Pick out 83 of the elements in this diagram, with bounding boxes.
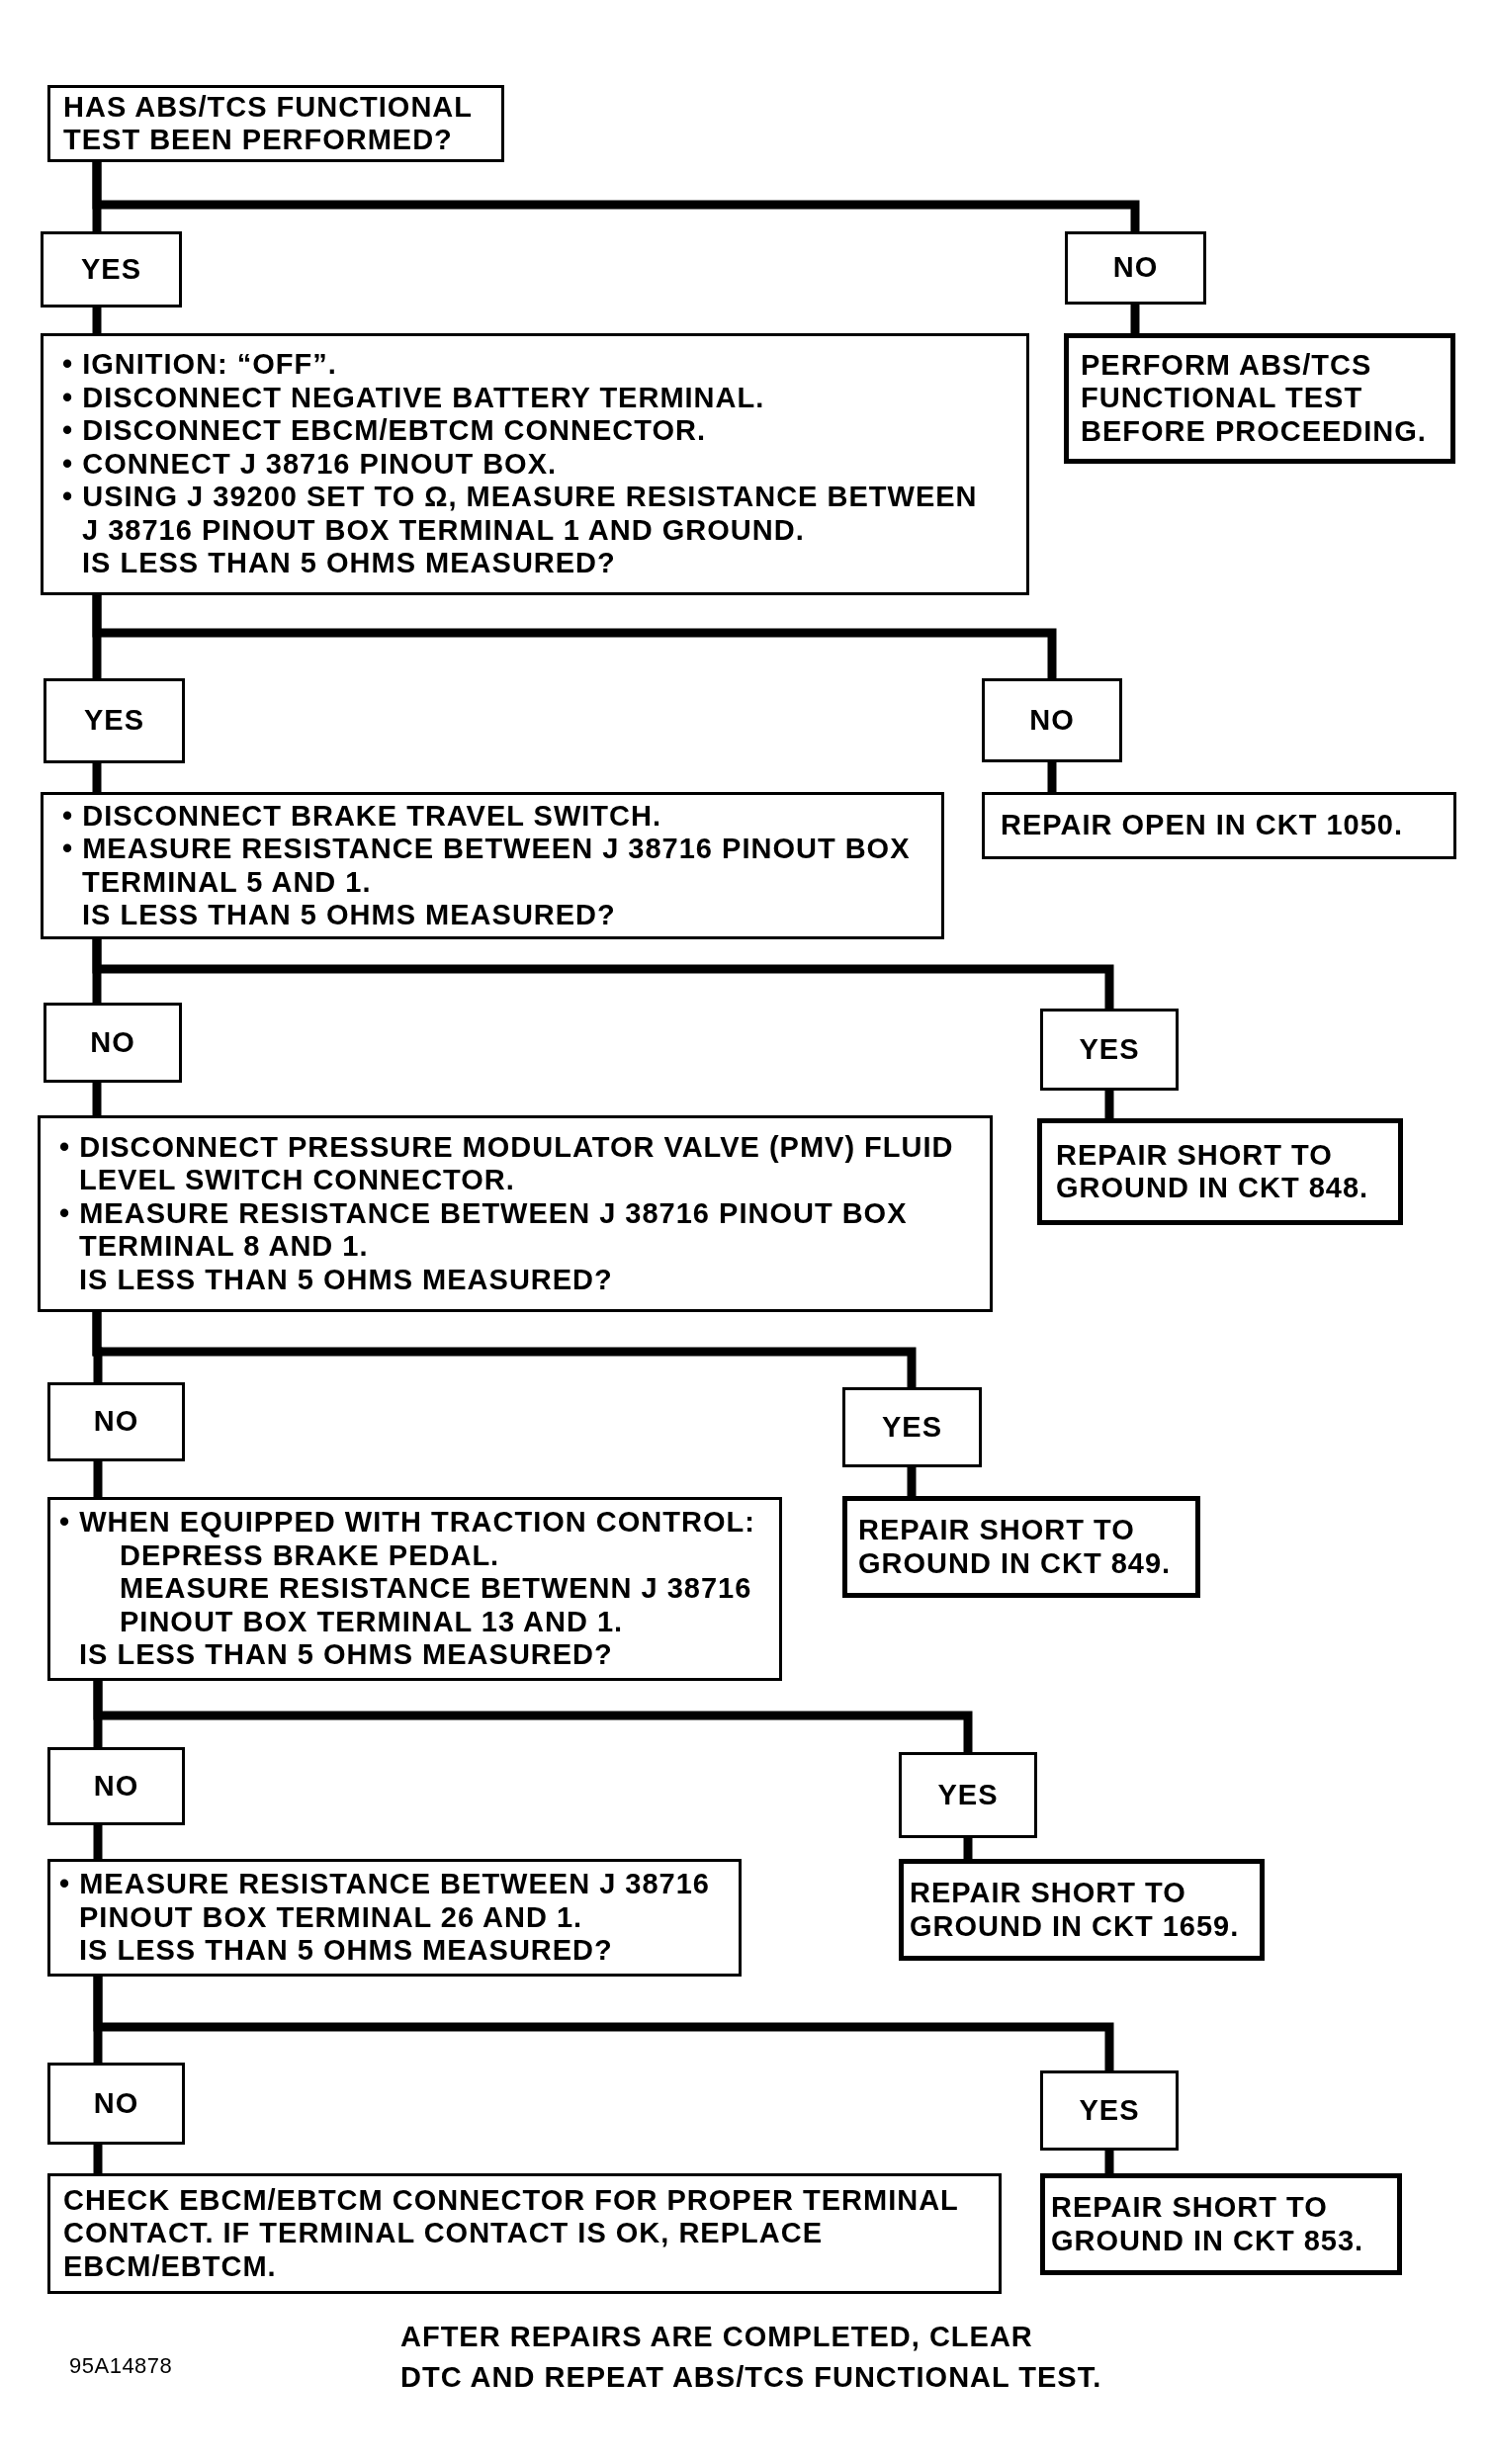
connector-line [92, 595, 1057, 678]
procedure-box [47, 1859, 742, 1977]
figure-number: 95A14878 [69, 2353, 173, 2379]
outcome-box [1065, 231, 1206, 305]
action-text: REPAIR SHORT TO GROUND IN CKT 848. [1056, 1138, 1370, 1205]
outcome-text: NO [90, 1025, 135, 1060]
outcome-box [842, 1387, 982, 1467]
connector-line [1104, 1091, 1114, 1118]
outcome-box [47, 2063, 185, 2145]
action-box [1040, 2173, 1402, 2275]
action-text: PERFORM ABS/TCS FUNCTIONAL TEST BEFORE PROCEEDING. [1081, 348, 1428, 449]
outcome-text: YES [81, 252, 141, 287]
connector-line [92, 308, 102, 333]
step-text: IS LESS THAN 5 OHMS MEASURED? [78, 1934, 614, 1968]
question-text: HAS ABS/TCS FUNCTIONAL TEST BEEN PERFORMED? [63, 90, 474, 157]
step-text: CHECK EBCM/EBTCM CONNECTOR FOR PROPER TERMINAL CONTACT. IF TERMINAL CONTACT IS OK, REPLACE EBCM/EBTCM. [63, 2183, 960, 2284]
connector-line [92, 1312, 917, 1387]
outcome-box [982, 678, 1122, 762]
action-box [982, 792, 1456, 859]
step-text: DEPRESS BRAKE PEDAL. [119, 1539, 501, 1573]
procedure-box [47, 2173, 1002, 2294]
connector-line [907, 1467, 917, 1496]
procedure-box [41, 792, 944, 939]
connector-line [93, 1977, 1114, 2070]
connector-line [1047, 762, 1057, 792]
outcome-text: NO [93, 2086, 139, 2121]
outcome-box [1040, 1009, 1179, 1091]
outcome-box [41, 231, 182, 308]
note-text: AFTER REPAIRS ARE COMPLETED, CLEAR DTC AND REPEAT ABS/TCS FUNCTIONAL TEST. [400, 2320, 1103, 2395]
connector-line [92, 162, 1140, 231]
outcome-box [899, 1752, 1037, 1838]
outcome-text: YES [882, 1410, 942, 1445]
step-text: • MEASURE RESISTANCE BETWEEN J 38716 PINOUT BOX TERMINAL 26 AND 1. [59, 1868, 711, 1935]
step-text: • DISCONNECT PRESSURE MODULATOR VALVE (PMV) FLUID LEVEL SWITCH CONNECTOR. [59, 1130, 955, 1197]
action-text: REPAIR OPEN IN CKT 1050. [1001, 809, 1404, 842]
action-text: REPAIR SHORT TO GROUND IN CKT 853. [1051, 2191, 1365, 2257]
connector-line [963, 1838, 973, 1859]
connector-line [92, 1083, 102, 1115]
step-text: • CONNECT J 38716 PINOUT BOX. [62, 447, 559, 482]
outcome-text: YES [84, 704, 144, 738]
step-text: • IGNITION: “OFF”. [62, 348, 338, 382]
step-text: IS LESS THAN 5 OHMS MEASURED? [81, 547, 617, 580]
outcome-box [1040, 2070, 1179, 2151]
outcome-text: NO [1112, 251, 1159, 285]
connector-line [93, 2145, 103, 2173]
step-text: IS LESS THAN 5 OHMS MEASURED? [78, 1638, 614, 1672]
connector-line [1130, 305, 1140, 333]
action-box [842, 1496, 1200, 1598]
procedure-box [41, 333, 1029, 595]
connector-line [92, 763, 102, 792]
step-text: • MEASURE RESISTANCE BETWEEN J 38716 PINOUT BOX TERMINAL 8 AND 1. [59, 1196, 909, 1264]
connector-line [1104, 2151, 1114, 2173]
connector-line [93, 1461, 103, 1497]
step-text: • USING J 39200 SET TO Ω, MEASURE RESISTANCE BETWEEN J 38716 PINOUT BOX TERMINAL 1 AND GROUND. [62, 481, 979, 548]
connector-line [93, 1825, 103, 1859]
outcome-text: NO [93, 1405, 139, 1439]
procedure-box [47, 1497, 782, 1681]
outcome-text: NO [1029, 703, 1075, 738]
outcome-box [44, 1003, 182, 1083]
action-box [1064, 333, 1455, 464]
action-box [1037, 1118, 1403, 1225]
action-text: REPAIR SHORT TO GROUND IN CKT 1659. [910, 1877, 1241, 1943]
step-text: IS LESS THAN 5 OHMS MEASURED? [78, 1263, 614, 1297]
step-text: IS LESS THAN 5 OHMS MEASURED? [81, 899, 617, 932]
question-box [47, 85, 504, 162]
step-text: • DISCONNECT NEGATIVE BATTERY TERMINAL. [62, 381, 766, 415]
outcome-box [47, 1747, 185, 1825]
connector-line [93, 1681, 973, 1752]
outcome-box [47, 1382, 185, 1461]
step-text: • DISCONNECT BRAKE TRAVEL SWITCH. [62, 799, 662, 833]
outcome-text: YES [1079, 1032, 1140, 1067]
step-text: • DISCONNECT EBCM/EBTCM CONNECTOR. [62, 414, 707, 448]
action-text: REPAIR SHORT TO GROUND IN CKT 849. [858, 1514, 1173, 1580]
step-text: • WHEN EQUIPPED WITH TRACTION CONTROL: [59, 1506, 756, 1540]
step-text: • MEASURE RESISTANCE BETWEEN J 38716 PINOUT BOX TERMINAL 5 AND 1. [62, 833, 912, 899]
procedure-box [38, 1115, 993, 1312]
step-text: MEASURE RESISTANCE BETWENN J 38716 PINOUT BOX TERMINAL 13 AND 1. [119, 1572, 753, 1639]
outcome-text: YES [1079, 2093, 1140, 2128]
action-box [899, 1859, 1265, 1961]
outcome-text: YES [937, 1778, 999, 1812]
outcome-box [44, 678, 185, 763]
connector-line [92, 939, 1114, 1009]
outcome-text: NO [93, 1769, 139, 1804]
